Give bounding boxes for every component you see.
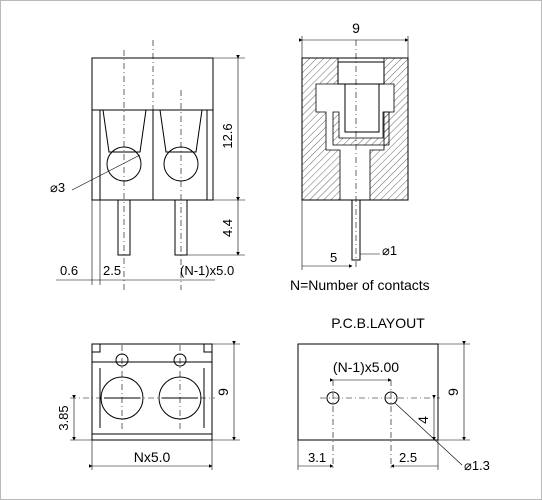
pcb-layout: P.C.B.LAYOUT (N-1)x5.00 9 4 3.1 2.5 ⌀1.3: [297, 315, 490, 473]
top-dim-offset: 3.85: [56, 405, 71, 430]
pcb-dim-hole: ⌀1.3: [464, 458, 490, 473]
side-dim-pin-pos: 5: [330, 250, 337, 265]
front-dim-series: (N-1)x5.0: [180, 263, 234, 278]
pcb-title: P.C.B.LAYOUT: [331, 315, 425, 331]
pcb-dim-left: 3.1: [308, 450, 326, 465]
pcb-outline: [297, 343, 439, 441]
front-dim-height: 12.6: [220, 123, 235, 148]
front-pin-right: [174, 199, 188, 256]
front-dim-offset: 0.6: [60, 263, 78, 278]
front-pin-left: [117, 199, 131, 256]
front-cavity-right: [159, 109, 203, 153]
contacts-note: N=Number of contacts: [290, 277, 430, 293]
top-body-outline: [91, 343, 213, 441]
front-dim-pin: 4.4: [220, 219, 235, 237]
front-cavity-left: [102, 109, 147, 153]
front-dim-pitch: 2.5: [103, 263, 121, 278]
top-dim-height: 9: [215, 388, 231, 396]
side-view: 9 5 ⌀1: [299, 20, 409, 270]
side-dim-width: 9: [352, 20, 360, 36]
pcb-dim-height: 9: [445, 388, 461, 396]
pcb-dim-row: 4: [415, 416, 431, 424]
front-dim-hole: ⌀3: [50, 180, 65, 195]
side-pin: [351, 199, 361, 261]
pcb-dim-right: 2.5: [399, 450, 417, 465]
top-view: 9 3.85 Nx5.0: [56, 341, 240, 470]
top-dim-length: Nx5.0: [134, 449, 171, 465]
side-dim-pin-dia: ⌀1: [382, 243, 397, 258]
front-view: 12.6 4.4 ⌀3 0.6 2.5 (N-1)x5.0: [50, 40, 245, 290]
pcb-dim-series: (N-1)x5.00: [333, 359, 399, 375]
